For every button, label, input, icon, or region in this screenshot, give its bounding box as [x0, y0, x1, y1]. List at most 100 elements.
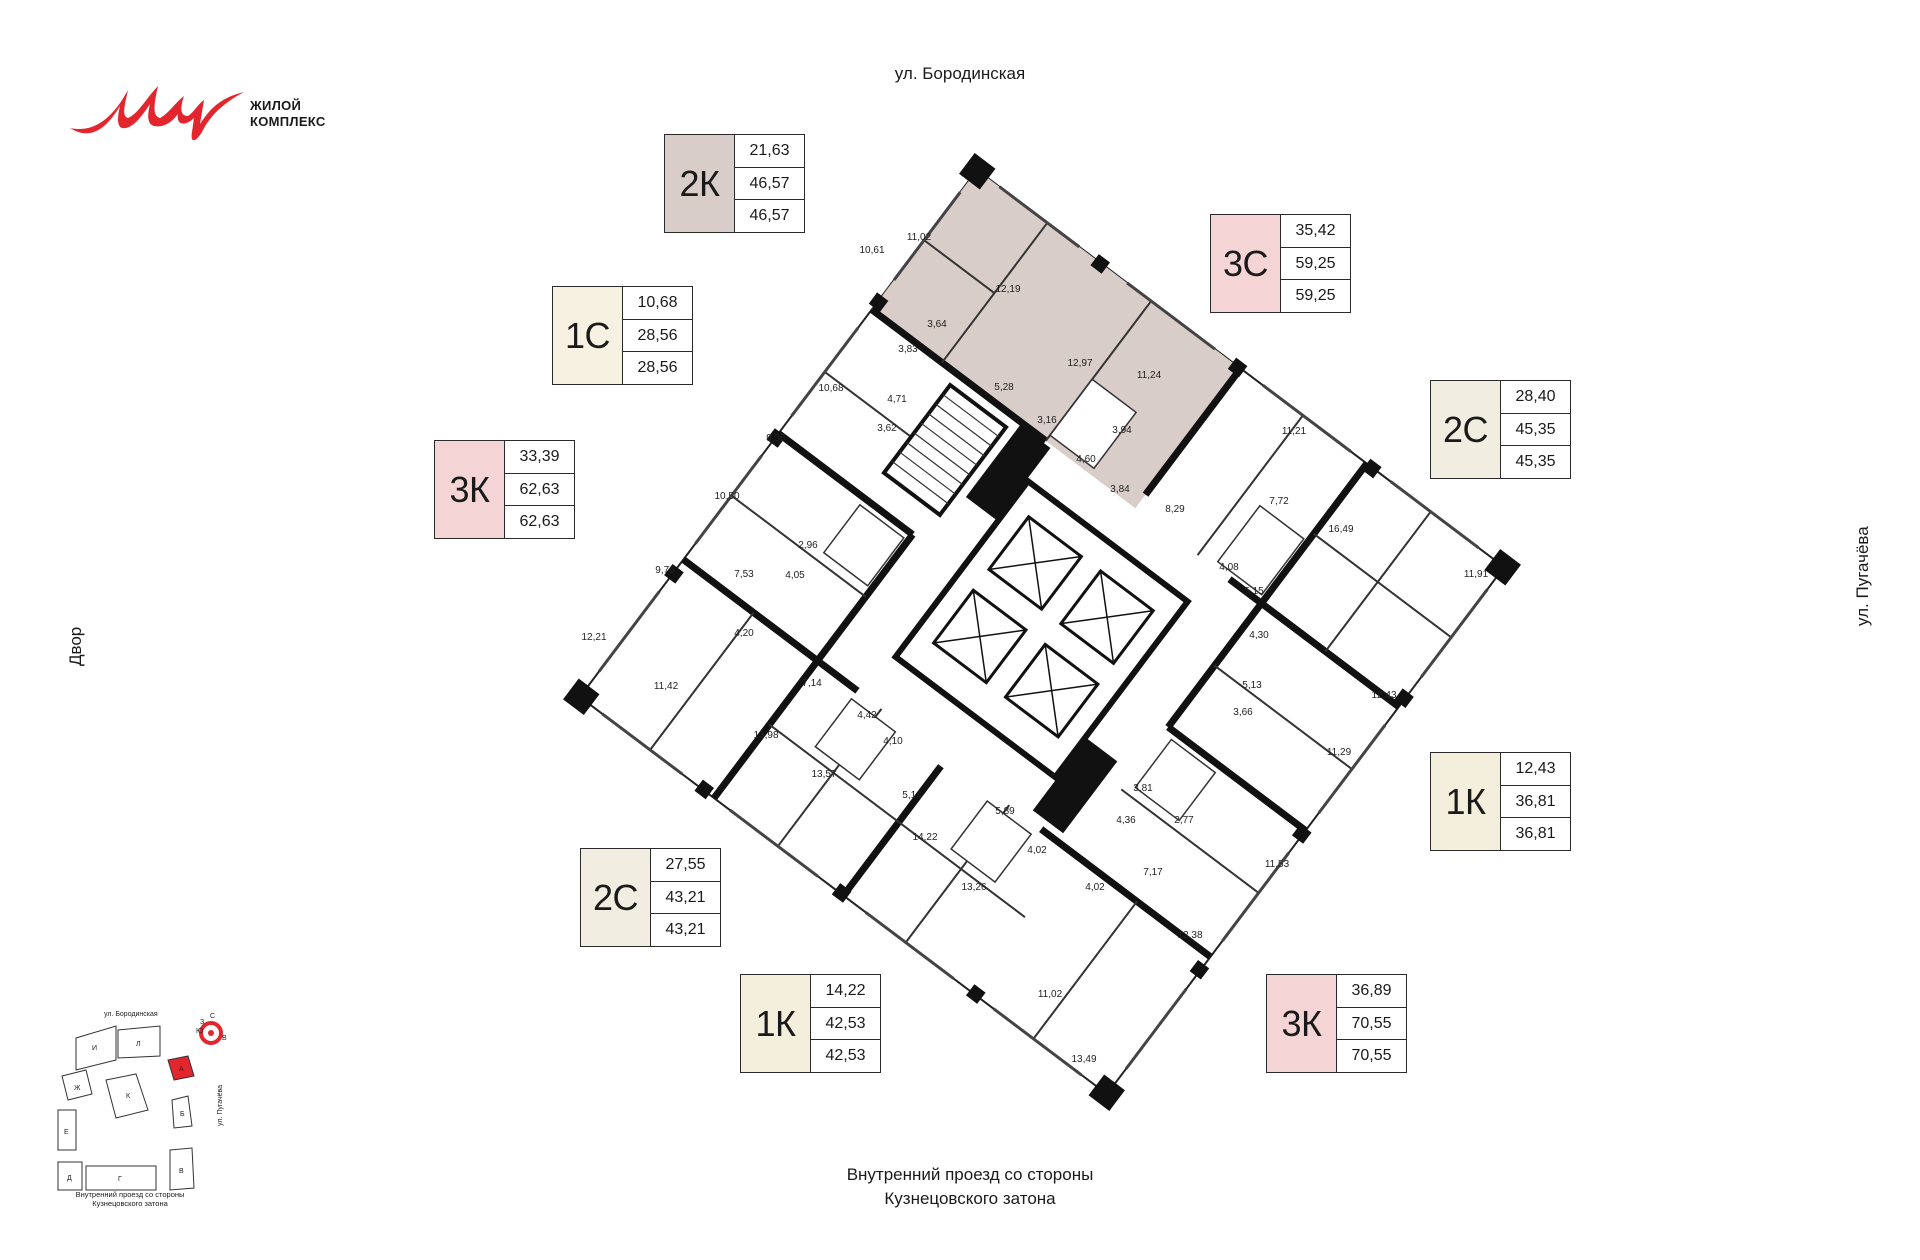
apartment-areas: 28,40 45,35 45,35 — [1501, 381, 1570, 478]
minimap-section[interactable] — [117, 1025, 161, 1059]
total-area: 43,21 — [651, 882, 720, 915]
living-area: 10,68 — [623, 287, 692, 320]
apartment-areas: 10,68 28,56 28,56 — [623, 287, 692, 384]
room-area-label: 11,42 — [654, 681, 679, 692]
living-area: 12,43 — [1501, 753, 1570, 786]
compass-east: В — [222, 1035, 227, 1042]
reduced-area: 28,56 — [637, 359, 678, 377]
apartment-type: 2С — [581, 849, 651, 946]
logo-line-1: ЖИЛОЙ — [250, 98, 302, 113]
apartment-card[interactable]: 1К 14,22 42,53 42,53 — [740, 974, 881, 1073]
apartment-areas: 21,63 46,57 46,57 — [735, 135, 804, 232]
minimap-section-active[interactable] — [167, 1055, 195, 1081]
room-area-label: 9,55 — [766, 433, 786, 444]
street-top-label: ул. Бородинская — [894, 64, 1026, 83]
room-area-label: 4,10 — [883, 736, 903, 747]
minimap-section[interactable] — [57, 1161, 83, 1191]
street-bottom-line-2: Кузнецовского затона — [884, 1189, 1056, 1208]
logo-text: ЖИЛОЙ КОМПЛЕКС — [250, 98, 326, 130]
room-area-label: 11,02 — [1038, 989, 1063, 1000]
street-right-label: ул. Пугачёва — [1853, 526, 1872, 626]
reduced-area: 62,63 — [519, 513, 560, 531]
room-area-label: 12,43 — [1371, 690, 1396, 701]
apartment-areas: 35,42 59,25 59,25 — [1281, 215, 1350, 312]
room-area-label: 13,26 — [961, 882, 986, 893]
room-area-label: 11,24 — [1137, 370, 1162, 381]
total-area: 46,57 — [735, 168, 804, 201]
room-area-label: 10,68 — [818, 383, 843, 394]
room-area-label: 10,61 — [859, 245, 884, 256]
minimap-section[interactable] — [105, 1073, 149, 1119]
total-area: 36,81 — [1501, 786, 1570, 819]
minimap-section[interactable] — [75, 1025, 117, 1071]
minimap-section-label: И — [92, 1045, 97, 1052]
room-area-label: 5,89 — [995, 806, 1015, 817]
room-area-label: 7,53 — [734, 569, 754, 580]
minimap-section[interactable] — [61, 1069, 93, 1101]
apartment-card[interactable]: 2С 28,40 45,35 45,35 — [1430, 380, 1571, 479]
minimap-section-label: К — [126, 1093, 131, 1100]
minimap-section-label: А — [179, 1066, 184, 1073]
room-area-label: 3,94 — [1112, 425, 1132, 436]
room-area-label: 3,64 — [927, 319, 947, 330]
room-area-label: 4,02 — [1085, 882, 1105, 893]
living-area: 35,42 — [1281, 215, 1350, 248]
minimap-section-label: В — [179, 1168, 184, 1175]
apartment-type: 3С — [1211, 215, 1281, 312]
logo-line-2: КОМПЛЕКС — [250, 114, 326, 129]
room-area-label: 10,50 — [714, 491, 739, 502]
minimap-section[interactable] — [85, 1165, 157, 1191]
room-area-label: 16,49 — [1328, 524, 1353, 535]
room-area-label: 11,53 — [1265, 859, 1290, 870]
room-area-label: 11,29 — [1327, 747, 1352, 758]
minimap-section[interactable] — [169, 1147, 195, 1191]
apartment-areas: 27,55 43,21 43,21 — [651, 849, 720, 946]
room-area-label: 11,21 — [1282, 426, 1307, 437]
room-area-label: 3,81 — [1133, 783, 1153, 794]
minimap-section[interactable] — [57, 1109, 77, 1151]
room-area-label: 7,72 — [1269, 496, 1289, 507]
apartment-card[interactable]: 1С 10,68 28,56 28,56 — [552, 286, 693, 385]
apartment-areas: 36,89 70,55 70,55 — [1337, 975, 1406, 1072]
room-area-label: 5,13 — [1242, 680, 1262, 691]
street-bottom-label: Внутренний проезд со стороны Кузнецовско… — [760, 1163, 1180, 1211]
apartment-type: 3К — [1267, 975, 1337, 1072]
apartment-type: 2К — [665, 135, 735, 232]
apartment-type: 1С — [553, 287, 623, 384]
room-area-label: 14,22 — [912, 832, 937, 843]
minimap-street-right: ул. Пугачёва — [217, 1085, 224, 1126]
apartment-card[interactable]: 3С 35,42 59,25 59,25 — [1210, 214, 1351, 313]
apartment-card[interactable]: 1К 12,43 36,81 36,81 — [1430, 752, 1571, 851]
room-area-label: 13,57 — [811, 769, 836, 780]
room-area-label: 12,97 — [1067, 358, 1092, 369]
room-area-label: 3,62 — [877, 423, 897, 434]
living-area: 33,39 — [505, 441, 574, 474]
apartment-type: 1К — [1431, 753, 1501, 850]
room-area-label: 4,20 — [734, 628, 754, 639]
site-minimap[interactable]: ул. Бородинская С Ю З В И Л А Ж К Б Е Д … — [56, 1000, 256, 1215]
room-area-label: 11,91 — [1464, 569, 1489, 580]
highlighted-unit-2k[interactable] — [871, 169, 1241, 509]
apartment-card[interactable]: 3К 36,89 70,55 70,55 — [1266, 974, 1407, 1073]
minimap-section[interactable] — [171, 1095, 193, 1129]
minimap-section-label: Д — [67, 1175, 72, 1182]
room-area-label: 4,02 — [1027, 845, 1047, 856]
brand-logo[interactable]: ЖИЛОЙ КОМПЛЕКС — [68, 72, 325, 152]
reduced-area: 46,57 — [749, 207, 790, 225]
room-area-label: 9,76 — [655, 565, 675, 576]
reduced-area: 43,21 — [665, 921, 706, 939]
apartment-card[interactable]: 2С 27,55 43,21 43,21 — [580, 848, 721, 947]
apartment-areas: 14,22 42,53 42,53 — [811, 975, 880, 1072]
apartment-type: 3К — [435, 441, 505, 538]
room-area-label: 12,21 — [581, 632, 606, 643]
street-left-label: Двор — [66, 626, 85, 666]
minimap-caption: Внутренний проезд со стороны Кузнецовско… — [60, 1190, 200, 1208]
room-area-label: 3,83 — [898, 344, 918, 355]
apartment-card[interactable]: 3К 33,39 62,63 62,63 — [434, 440, 575, 539]
room-area-label: 2,77 — [1174, 815, 1194, 826]
compass-west: З — [200, 1019, 204, 1026]
room-area-label: 5,15 — [1244, 586, 1264, 597]
apartment-card[interactable]: 2К 21,63 46,57 46,57 — [664, 134, 805, 233]
room-area-label: 5,28 — [994, 382, 1014, 393]
